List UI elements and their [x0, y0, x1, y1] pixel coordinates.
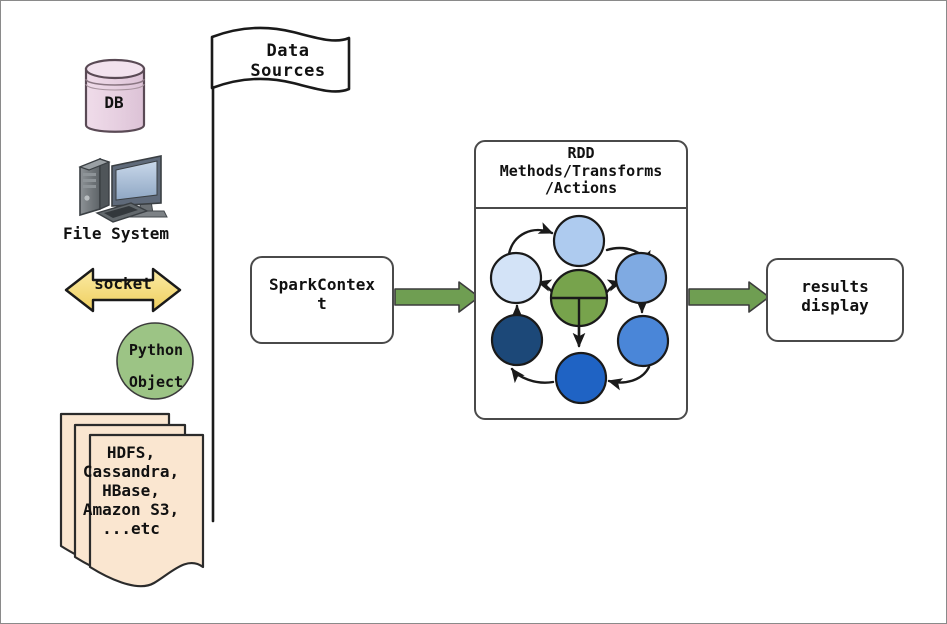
arrow-sparkcontext-to-rdd	[394, 281, 480, 313]
rdd-title-label: RDD Methods/Transforms /Actions	[499, 144, 663, 198]
arrow-rdd-to-results	[688, 281, 770, 313]
node-top	[552, 214, 606, 268]
node-bottom	[554, 351, 608, 405]
document-stack-icon	[59, 412, 205, 588]
node-left-lower	[490, 313, 544, 367]
python-object-label: Python Object	[128, 341, 184, 391]
node-left-upper	[489, 251, 543, 305]
socket-double-arrow-icon	[64, 267, 182, 313]
results-display-box[interactable]	[766, 258, 904, 342]
storage-docs-label: HDFS, Cassandra, HBase, Amazon S3, ...et…	[82, 443, 180, 538]
db-label: DB	[104, 93, 124, 112]
database-cylinder-icon	[84, 58, 146, 133]
python-object-circle	[116, 322, 194, 400]
desktop-computer-icon	[78, 155, 168, 223]
data-sources-banner	[210, 26, 351, 93]
file-system-label: File System	[63, 224, 169, 243]
node-right-lower	[616, 314, 670, 368]
sparkcontext-box[interactable]	[250, 256, 394, 344]
data-sources-label: Data Sources	[250, 41, 326, 82]
results-display-label: results display	[801, 277, 869, 315]
sparkcontext-label: SparkContex t	[269, 275, 375, 313]
socket-label: socket	[94, 274, 152, 293]
node-right-upper	[614, 251, 668, 305]
